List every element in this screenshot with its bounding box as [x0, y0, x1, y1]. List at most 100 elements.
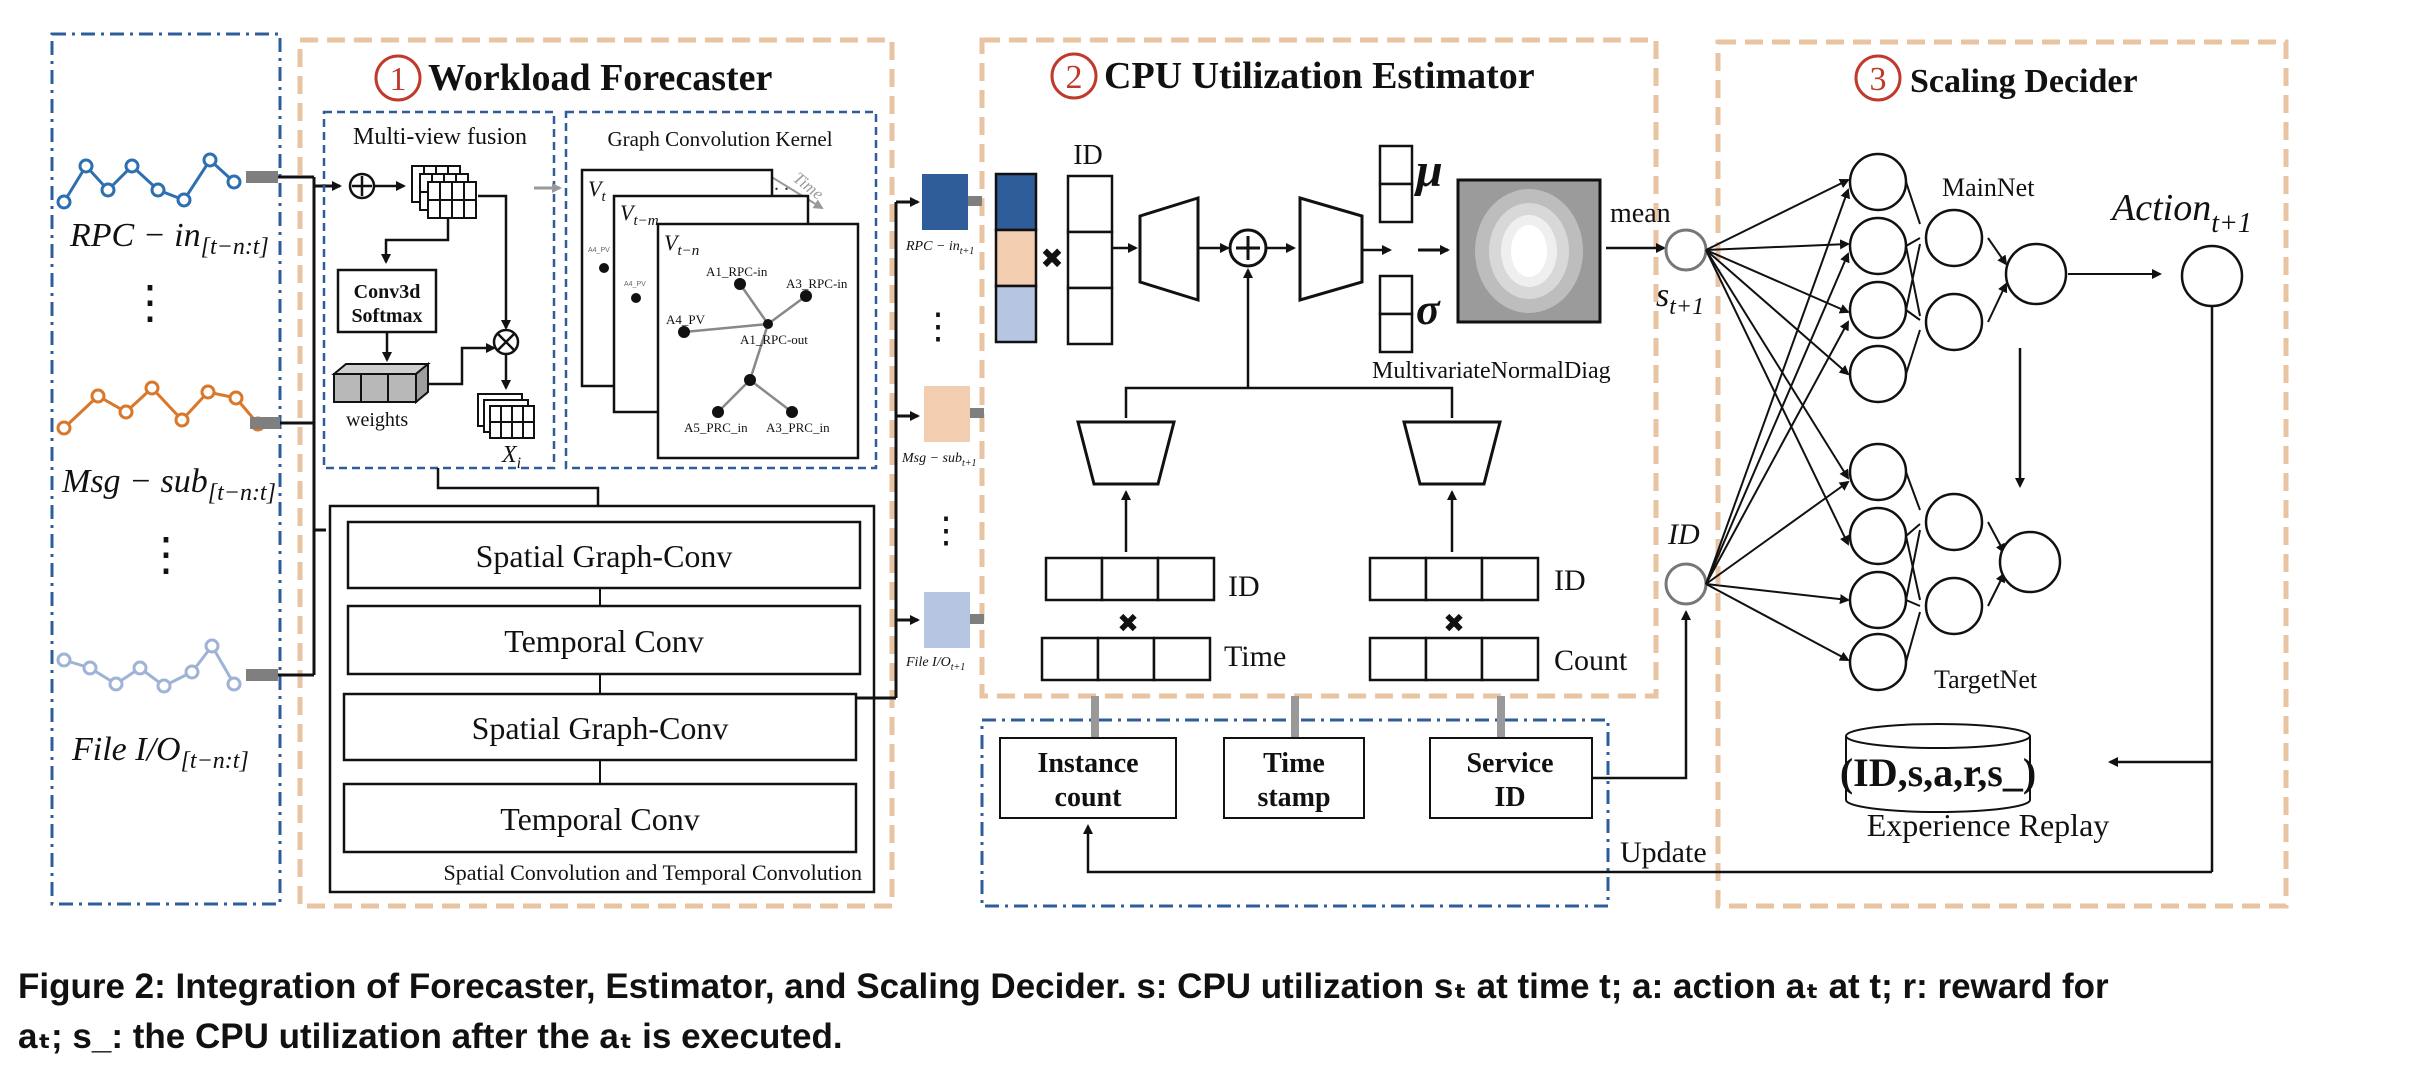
svg-text:3: 3 — [1870, 61, 1887, 98]
vertical-dots-1: ⋮ — [127, 277, 173, 328]
replay-tuple: (ID,s,a,r,s_) — [1840, 750, 2036, 795]
experience-replay-label: Experience Replay — [1867, 807, 2110, 843]
file-io-label: File I/O[t−n:t] — [71, 731, 249, 774]
forecast-output-bus — [856, 197, 920, 700]
svg-text:2: 2 — [1066, 59, 1083, 96]
msg-sub-label: Msg − sub[t−n:t] — [61, 463, 276, 506]
multiview-fusion-title: Multi-view fusion — [353, 124, 527, 150]
count-label: Count — [1554, 644, 1628, 677]
figure-caption: Figure 2: Integration of Forecaster, Est… — [18, 962, 2408, 1062]
id-input-node — [1664, 562, 1708, 606]
spatial-graph-conv-2 — [342, 692, 858, 762]
node-a3-rpc-in: A3_RPC-in — [786, 276, 848, 291]
mainnet-nodes — [1848, 152, 2068, 404]
st-conv-caption: Spatial Convolution and Temporal Convolu… — [444, 860, 862, 885]
node-a1-rpc-in: A1_RPC-in — [706, 264, 768, 279]
node-a5-prc-in: A5_PRC_in — [684, 420, 748, 435]
encoder-trapezoid — [1138, 195, 1200, 303]
temporal-conv-2 — [342, 782, 858, 854]
mu-symbol: μ — [1413, 144, 1443, 197]
svg-text:Temporal Conv: Temporal Conv — [500, 801, 700, 837]
svg-text:Vt−m: Vt−m — [620, 200, 659, 229]
fusion-add-icon — [348, 172, 376, 200]
input-bus — [278, 175, 342, 677]
mean-label: mean — [1610, 198, 1671, 229]
input-panel-border — [50, 32, 282, 906]
conv3d-label: Conv3d — [354, 281, 421, 303]
service-id-source — [1429, 737, 1593, 819]
caption-line-1: Figure 2: Integration of Forecaster, Est… — [18, 967, 2109, 1006]
fused-feature-cube-icon — [477, 393, 535, 439]
update-label: Update — [1620, 836, 1707, 869]
left-id-embedding — [1044, 556, 1216, 602]
left-cross-icon: ✖ — [1117, 609, 1139, 638]
svg-text:Instance: Instance — [1037, 748, 1138, 779]
decider-panel-border — [1715, 39, 2289, 909]
svg-text:Temporal Conv: Temporal Conv — [504, 623, 704, 659]
svg-text:Spatial Graph-Conv: Spatial Graph-Conv — [472, 710, 729, 746]
weights-label: weights — [346, 409, 408, 431]
svg-text:ID: ID — [1494, 782, 1525, 813]
msg-sub-forecast-block — [924, 386, 970, 442]
rpc-in-label: RPC − in[t−n:t] — [69, 217, 269, 260]
action-label: Actiont+1 — [2109, 187, 2252, 239]
node-a1-rpc-out: A1_RPC-out — [740, 332, 808, 347]
left-id-label: ID — [1228, 570, 1260, 603]
svg-text:Vt−n: Vt−n — [664, 230, 699, 259]
file-io-forecast-block — [924, 592, 970, 648]
action-node — [2180, 244, 2244, 308]
svg-text:Service: Service — [1466, 748, 1553, 779]
time-embedding — [1040, 636, 1212, 682]
file-io-forecast-label: File I/Ot+1 — [905, 655, 965, 673]
right-id-embedding — [1368, 556, 1540, 602]
fusion-to-stack-connector — [436, 468, 600, 506]
architecture-diagram: RPC − in[t−n:t] ⋮ Msg − sub[t−n:t] ⋮ Fil… — [50, 32, 2289, 909]
svg-text:Workload Forecaster: Workload Forecaster — [428, 57, 773, 99]
mnd-label: MultivariateNormalDiag — [1372, 358, 1611, 384]
state-label: st+1 — [1656, 277, 1704, 320]
rpc-in-forecast-block — [922, 174, 968, 230]
svg-text:A4_PV: A4_PV — [588, 247, 610, 254]
forecaster-title: 1 Workload Forecaster — [374, 54, 773, 102]
svg-text:Scaling Decider: Scaling Decider — [1910, 63, 2138, 100]
time-label: Time — [1224, 640, 1286, 673]
update-feedback-lines — [1083, 306, 2214, 874]
graph-frame-vtn: Vt−n A1_RPC-in A3_RPC-in A4_PV A1_RPC-ou… — [656, 222, 860, 460]
graph-conv-kernel-box — [564, 110, 878, 470]
weights-tensor-icon — [331, 361, 431, 405]
count-encoder-trapezoid — [1402, 420, 1502, 486]
xi-label: Xi — [501, 442, 521, 472]
sigma-vector — [1378, 274, 1414, 354]
svg-text:stamp: stamp — [1257, 782, 1330, 813]
file-io-series — [56, 638, 278, 694]
time-encoder-trapezoid — [1076, 420, 1176, 486]
feature-cube-icon — [411, 165, 477, 219]
mu-vector — [1378, 144, 1414, 224]
multiview-fusion-box — [322, 110, 556, 470]
id-vector — [1066, 174, 1114, 346]
svg-text:Time: Time — [1263, 748, 1325, 779]
mainnet-label: MainNet — [1942, 173, 2035, 202]
node-a4-pv: A4_PV — [666, 312, 706, 327]
count-embedding — [1368, 636, 1540, 682]
targetnet-label: TargetNet — [1934, 665, 2038, 694]
estimator-panel-border — [979, 37, 1659, 699]
estimator-title: 2 CPU Utilization Estimator — [1050, 52, 1535, 100]
network-edges — [1705, 179, 2162, 663]
svg-text:CPU Utilization Estimator: CPU Utilization Estimator — [1104, 55, 1535, 97]
instance-count-source — [999, 737, 1177, 819]
vertical-dots-3: ⋮ — [920, 306, 956, 346]
rpc-in-forecast-label: RPC − int+1 — [905, 239, 974, 257]
id-vector-label: ID — [1073, 140, 1103, 171]
sigma-symbol: σ — [1416, 285, 1441, 334]
msg-sub-series — [56, 380, 280, 436]
state-input-node — [1664, 228, 1708, 272]
timestamp-source — [1223, 737, 1365, 819]
vertical-dots-2: ⋮ — [143, 529, 189, 580]
decoder-trapezoid — [1298, 196, 1364, 302]
fusion-multiply-icon — [492, 328, 520, 356]
softmax-label: Softmax — [351, 305, 422, 327]
targetnet-nodes — [1848, 442, 2062, 692]
svg-text:count: count — [1055, 782, 1123, 813]
rpc-in-series — [56, 152, 278, 210]
